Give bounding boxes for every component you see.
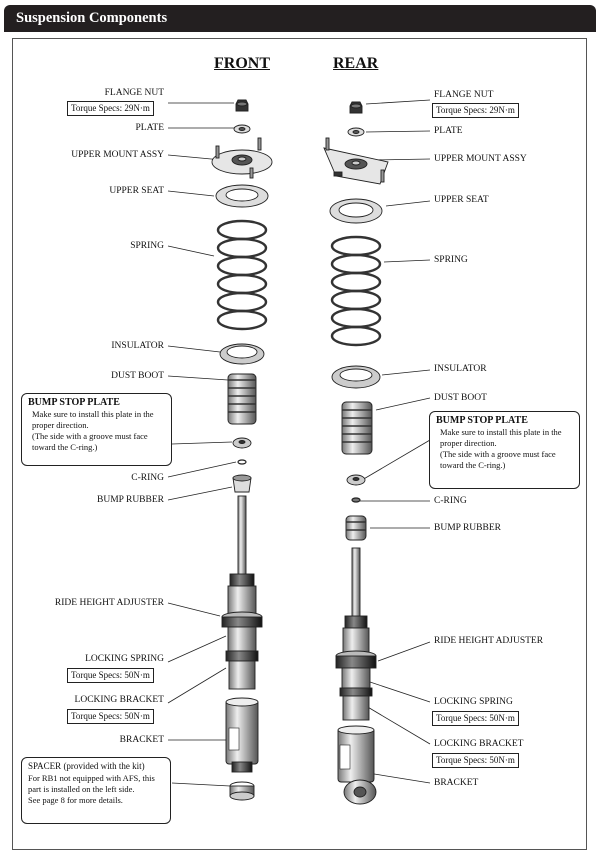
front-spring-label: SPRING: [130, 241, 164, 251]
front-bump-stop-title: BUMP STOP PLATE: [28, 397, 120, 408]
section-title: Suspension Components: [16, 10, 168, 26]
rear-locking-bracket-torque: Torque Specs: 50N·m: [432, 753, 519, 768]
front-bump-rubber-label: BUMP RUBBER: [97, 495, 164, 505]
rear-column-title: REAR: [333, 55, 379, 72]
front-bump-stop-line: Make sure to install this plate in the: [32, 409, 154, 419]
rear-upper-mount-label: UPPER MOUNT ASSY: [434, 154, 527, 164]
front-assembly: [211, 99, 273, 801]
rear-bump-stop-note: BUMP STOP PLATE Make sure to install thi…: [429, 411, 580, 489]
rear-upper-seat-label: UPPER SEAT: [434, 195, 489, 205]
rear-bump-stop-line: toward the C-ring.): [440, 460, 506, 470]
front-column-title: FRONT: [214, 55, 270, 72]
rear-insulator-label: INSULATOR: [434, 364, 487, 374]
rear-locking-spring-label: LOCKING SPRING: [434, 697, 513, 707]
rear-locking-bracket-label: LOCKING BRACKET: [434, 739, 524, 749]
front-ride-height-adjuster-label: RIDE HEIGHT ADJUSTER: [54, 598, 164, 608]
rear-c-ring-label: C-RING: [434, 496, 467, 506]
front-leader-lines: [167, 102, 237, 787]
rear-leader-lines: [360, 99, 431, 784]
front-bump-stop-line: (The side with a groove must face: [32, 431, 148, 441]
rear-bracket-label: BRACKET: [434, 778, 479, 788]
front-dust-boot-label: DUST BOOT: [111, 371, 164, 381]
rear-bump-stop-line: Make sure to install this plate in the: [440, 427, 562, 437]
rear-ride-height-adjuster-label: RIDE HEIGHT ADJUSTER: [434, 636, 544, 646]
rear-flange-nut-label: FLANGE NUT: [434, 90, 494, 100]
rear-assembly: [323, 101, 389, 805]
rear-bump-stop-title: BUMP STOP PLATE: [436, 415, 528, 426]
section-header: Suspension Components: [4, 5, 596, 32]
rear-spring-label: SPRING: [434, 255, 468, 265]
front-bump-stop-note: BUMP STOP PLATE Make sure to install thi…: [21, 393, 172, 466]
front-insulator-label: INSULATOR: [111, 341, 164, 351]
rear-bump-stop-line: (The side with a groove must face: [440, 449, 556, 459]
front-bump-stop-line: proper direction.: [32, 420, 89, 430]
front-c-ring-label: C-RING: [131, 473, 164, 483]
front-flange-nut-torque: Torque Specs: 29N·m: [67, 101, 154, 116]
front-upper-mount-label: UPPER MOUNT ASSY: [71, 150, 164, 160]
front-upper-seat-label: UPPER SEAT: [109, 186, 164, 196]
rear-bump-stop-line: proper direction.: [440, 438, 497, 448]
front-locking-spring-label: LOCKING SPRING: [85, 654, 164, 664]
front-locking-spring-torque: Torque Specs: 50N·m: [67, 668, 154, 683]
front-bracket-label: BRACKET: [119, 735, 164, 745]
front-plate-label: PLATE: [135, 123, 165, 133]
front-spacer-note: SPACER (provided with the kit) For RB1 n…: [21, 757, 171, 824]
diagram-frame: [12, 38, 587, 850]
front-flange-nut-label: FLANGE NUT: [104, 88, 164, 98]
front-spacer-line: See page 8 for more details.: [28, 795, 123, 805]
front-spacer-title: SPACER (provided with the kit): [28, 761, 145, 771]
front-spacer-line: For RB1 not equipped with AFS, this: [28, 773, 155, 783]
rear-locking-spring-torque: Torque Specs: 50N·m: [432, 711, 519, 726]
front-spacer-line: part is installed on the left side.: [28, 784, 135, 794]
front-bump-stop-line: toward the C-ring.): [32, 442, 98, 452]
rear-plate-label: PLATE: [434, 126, 463, 136]
front-locking-bracket-torque: Torque Specs: 50N·m: [67, 709, 154, 724]
rear-flange-nut-torque: Torque Specs: 29N·m: [432, 103, 519, 118]
rear-bump-rubber-label: BUMP RUBBER: [434, 523, 501, 533]
front-locking-bracket-label: LOCKING BRACKET: [74, 695, 164, 705]
rear-dust-boot-label: DUST BOOT: [434, 393, 487, 403]
